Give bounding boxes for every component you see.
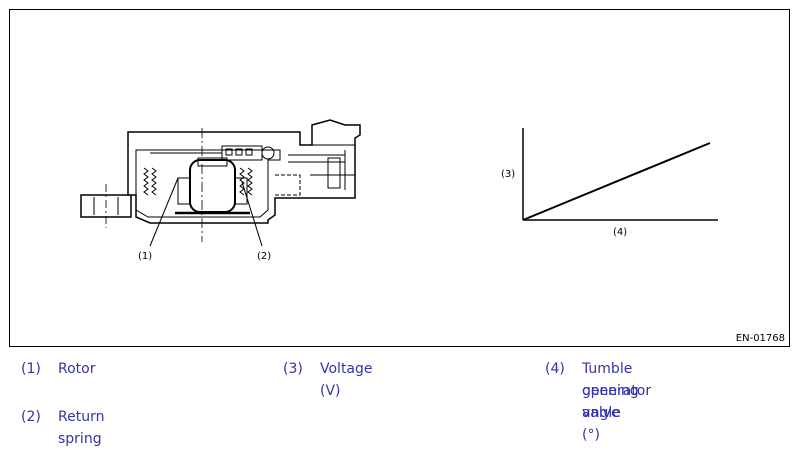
figure-frame: (1) (2) (3) (4) EN-01768 — [9, 9, 790, 347]
figure-canvas: (1) (2) (3) (4) — [80, 119, 718, 262]
figure-id: EN-01768 — [735, 333, 785, 344]
y-axis-label: (3) — [501, 169, 515, 180]
connector — [275, 144, 355, 196]
leader-line-rotor — [149, 177, 179, 247]
series-line — [522, 142, 711, 221]
callout-return-spring: (2) — [257, 251, 271, 262]
legend-label: Return spring — [58, 409, 105, 447]
legend-number: (3) — [283, 361, 303, 377]
legend-label: Tumble generator valve — [582, 361, 652, 421]
leader-line-return-spring — [241, 181, 263, 247]
rotor — [175, 157, 250, 215]
legend: (1) Rotor (2) Return spring (3) Voltage … — [0, 350, 801, 447]
legend-label-line-2: opening angle (°) — [582, 383, 639, 443]
callout-rotor: (1) — [138, 251, 152, 262]
legend-number: (2) — [21, 409, 41, 425]
legend-label: Rotor — [58, 361, 96, 377]
output-chart: (3) (4) — [501, 128, 718, 238]
x-axis-label: (4) — [613, 227, 627, 238]
sensor-cross-section — [80, 119, 361, 247]
legend-label: Voltage (V) — [320, 361, 373, 399]
mounting-flange — [80, 184, 132, 228]
legend-number: (1) — [21, 361, 41, 377]
legend-number: (4) — [545, 361, 565, 377]
terminal-board — [150, 145, 275, 161]
return-spring — [143, 167, 253, 196]
